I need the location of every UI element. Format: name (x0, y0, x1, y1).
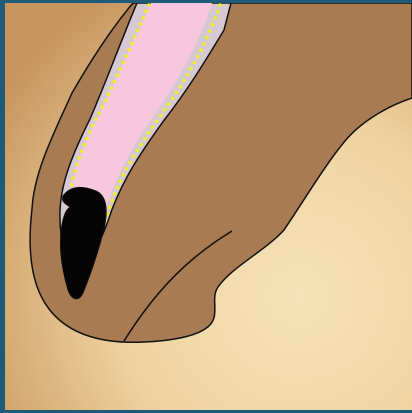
tooth-cross-section-illustration (5, 3, 412, 410)
